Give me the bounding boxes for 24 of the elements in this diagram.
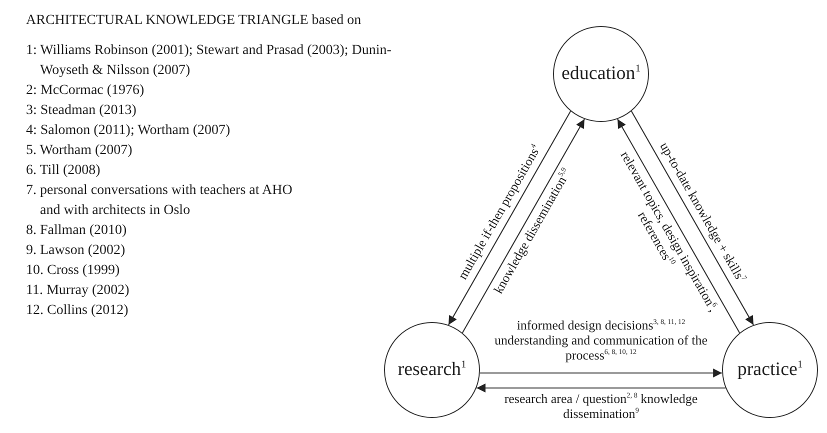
- reference-item: 4: Salomon (2011); Wortham (2007): [26, 122, 232, 140]
- arrow: [480, 368, 722, 378]
- arrow: [462, 118, 585, 334]
- edge-label: research area / question$^{2, 8}$ knowledge dissemination$^{9}$: [503, 391, 699, 421]
- reference-item: 6. Till (2008): [26, 162, 102, 180]
- arrow: [617, 118, 740, 334]
- node-label: education$^{1}$: [561, 63, 641, 85]
- reference-item: 3: Steadman (2013): [26, 102, 138, 120]
- reference-item: 8. Fallman (2010): [26, 222, 128, 240]
- arrow: [448, 110, 572, 326]
- reference-item: 10. Cross (1999): [26, 262, 121, 280]
- reference-item: 5. Wortham (2007): [26, 142, 134, 160]
- arrow: [476, 384, 726, 392]
- title: ARCHITECTURAL KNOWLEDGE TRIANGLE based on: [26, 13, 362, 29]
- reference-item: 12. Collins (2012): [26, 302, 130, 320]
- reference-item: 1: Williams Robinson (2001); Stewart and Prasad (2003); Dunin-Woyseth & Nilsson (2007): [26, 42, 392, 80]
- arrow: [630, 110, 754, 326]
- reference-item: 7. personal conversations with teachers at AHO and with architects in Oslo: [26, 182, 294, 220]
- edge-label: informed design decisions$^{3, 8, 11, 12}$ understanding and communication of the process$^{6, 8, 10, 12}$: [493, 318, 708, 362]
- node-label: research$^{1}$: [398, 359, 466, 381]
- node-label: practice$^{1}$: [737, 359, 803, 381]
- reference-item: 2: McCormac (1976): [26, 82, 146, 100]
- reference-item: 11. Murray (2002): [26, 282, 130, 300]
- reference-item: 9. Lawson (2002): [26, 242, 126, 260]
